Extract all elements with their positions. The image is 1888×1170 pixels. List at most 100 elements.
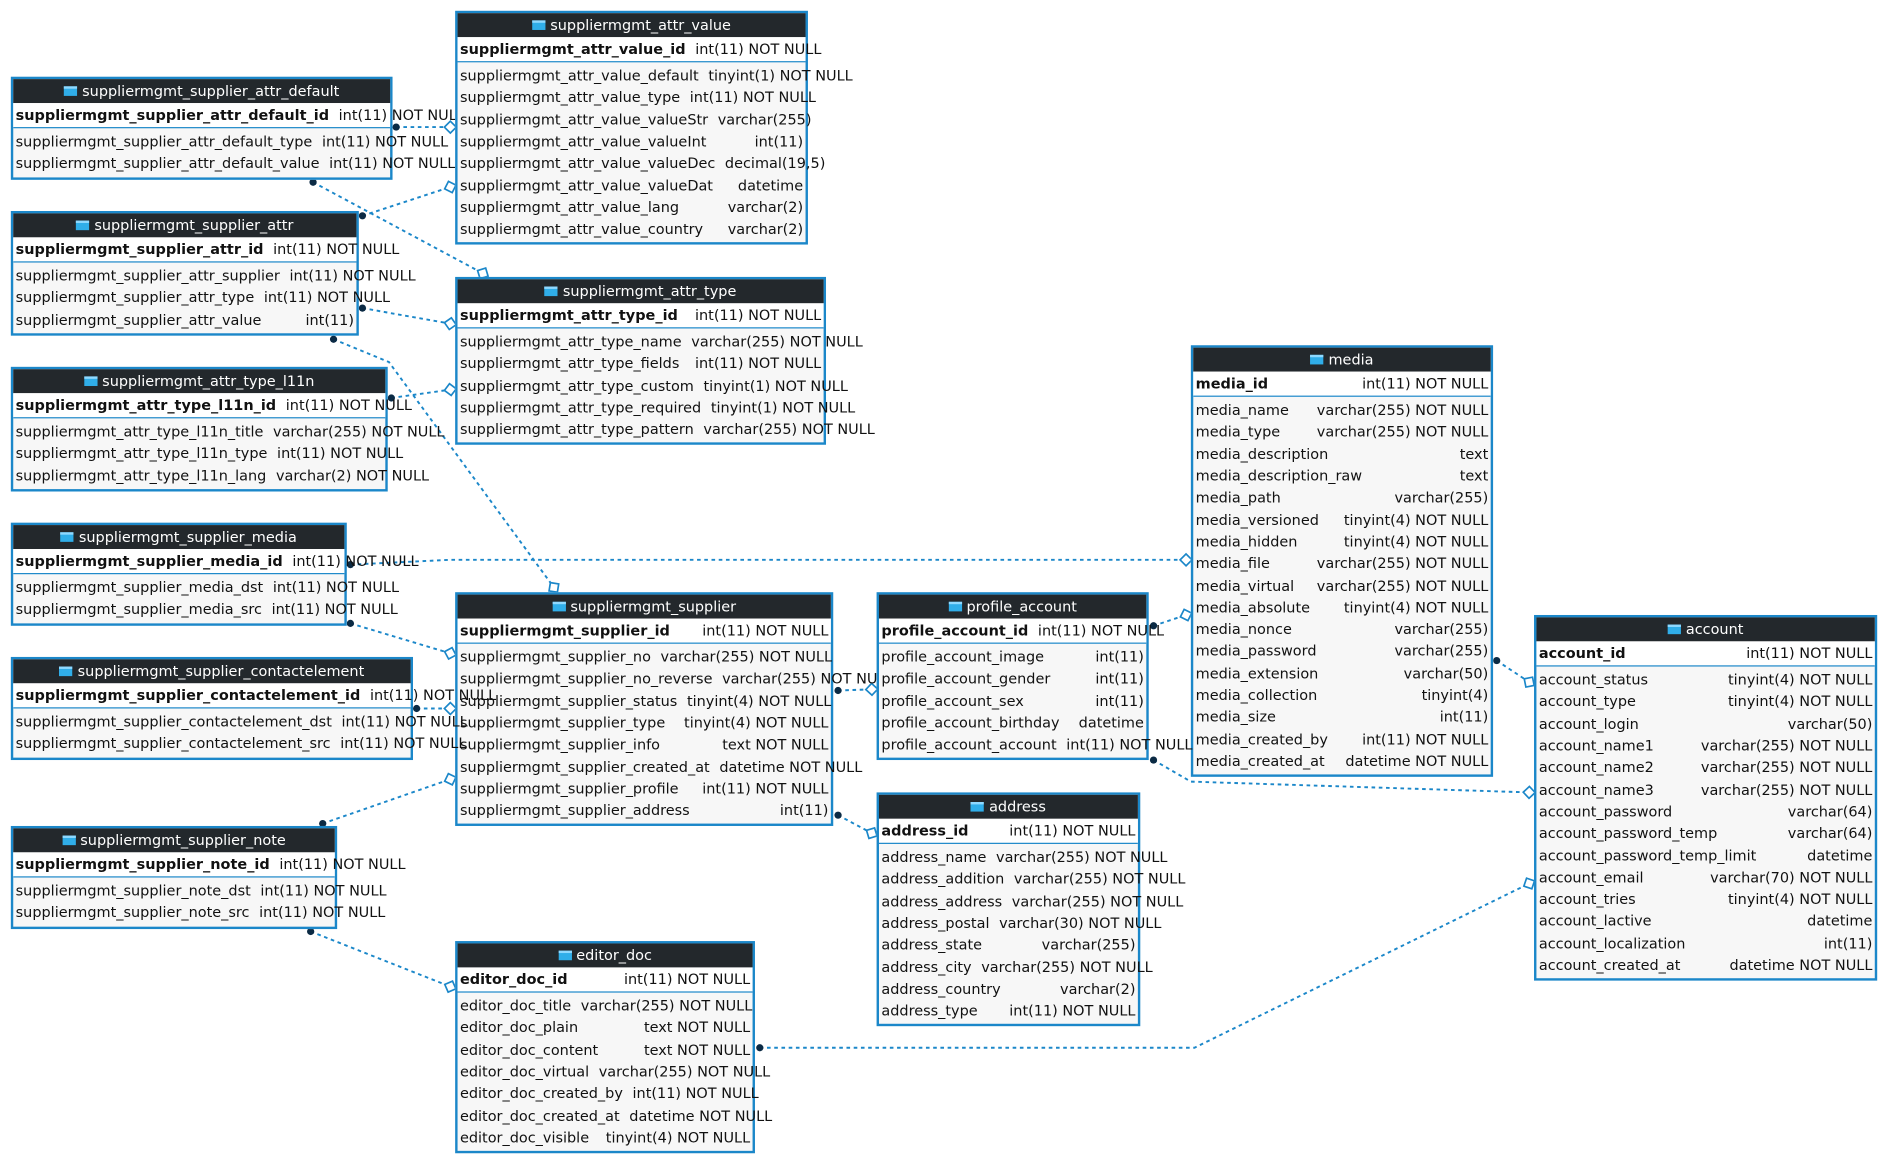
- column-row[interactable]: suppliermgmt_supplier_contactelement_dst…: [13, 711, 468, 733]
- table-header[interactable]: suppliermgmt_supplier_note: [13, 828, 335, 853]
- table-header[interactable]: suppliermgmt_supplier: [457, 594, 831, 619]
- table-header[interactable]: suppliermgmt_supplier_media: [13, 525, 345, 550]
- table-header[interactable]: suppliermgmt_supplier_attr_default: [13, 79, 391, 104]
- table-header[interactable]: suppliermgmt_attr_type: [457, 279, 824, 304]
- table-header[interactable]: profile_account: [878, 594, 1147, 619]
- table-header[interactable]: suppliermgmt_supplier_contactelement: [13, 659, 411, 684]
- table-header[interactable]: media: [1193, 347, 1491, 372]
- table-header[interactable]: suppliermgmt_attr_type_l11n: [13, 369, 386, 394]
- table-suppliermgmt-supplier-media[interactable]: suppliermgmt_supplier_media suppliermgmt_…: [10, 522, 419, 626]
